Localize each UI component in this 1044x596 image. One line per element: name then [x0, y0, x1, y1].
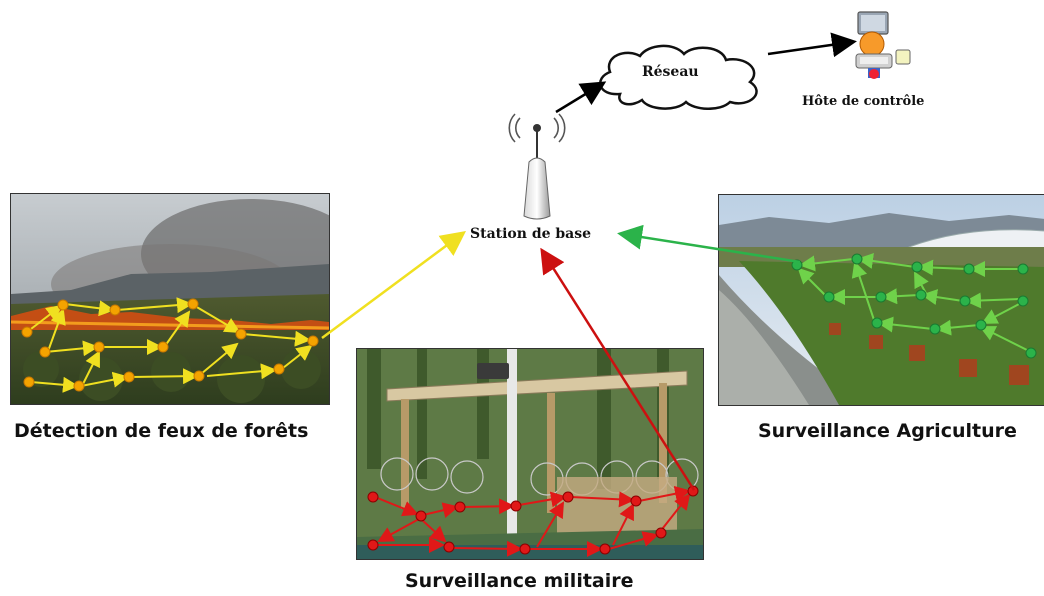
- network-cloud: Réseau: [590, 42, 768, 110]
- antenna-to-network-link: [555, 81, 607, 114]
- military-to-station-link: [540, 247, 696, 491]
- network-label: Réseau: [642, 64, 699, 80]
- agriculture-photo: [718, 194, 1044, 406]
- antenna-icon: [508, 113, 566, 220]
- computer-user-icon: [855, 11, 911, 79]
- base-station-label: Station de base: [470, 226, 592, 242]
- military-caption: Surveillance militaire: [405, 570, 634, 592]
- forest-fire-photo: [10, 193, 330, 405]
- network-to-host-link: [767, 32, 857, 58]
- agriculture-sensor-network: [791, 253, 1037, 359]
- military-photo: [356, 348, 704, 560]
- base-station-antenna: [508, 112, 566, 220]
- control-host-label: Hôte de contrôle: [802, 94, 925, 109]
- forest-to-station-link: [321, 231, 467, 340]
- agriculture-to-station-link: [617, 224, 801, 264]
- military-sensor-network: [367, 485, 699, 557]
- control-host-icon: [850, 10, 922, 82]
- forest-sensor-network: [21, 297, 319, 393]
- cloud-icon: [599, 44, 758, 110]
- forest-fire-caption: Détection de feux de forêts: [14, 420, 309, 442]
- agriculture-caption: Surveillance Agriculture: [758, 420, 1017, 442]
